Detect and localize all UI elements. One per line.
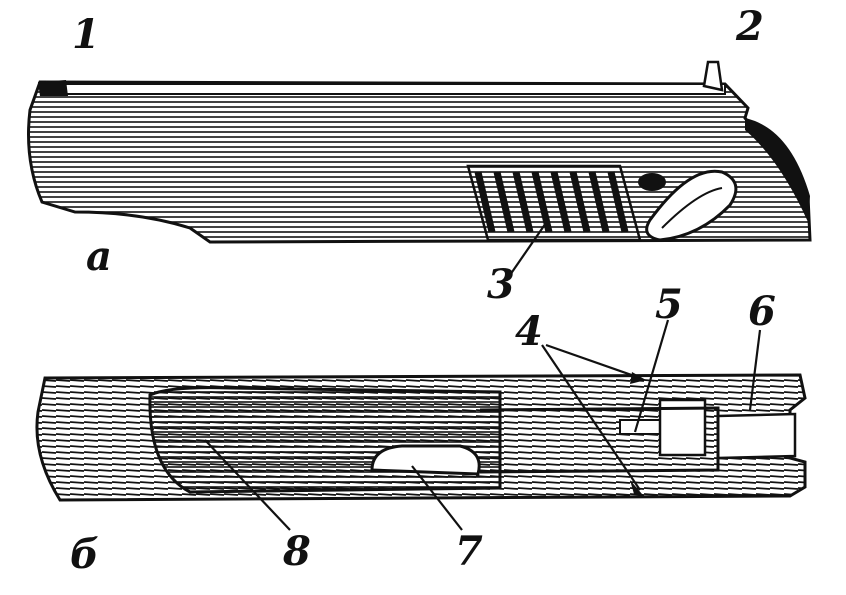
slide-exterior-view — [27, 60, 812, 244]
slide-rear-cut — [745, 118, 810, 222]
serrations — [474, 171, 629, 233]
safety-pivot — [638, 173, 666, 191]
view-label-b: б — [70, 531, 99, 578]
cutout — [370, 444, 481, 476]
leader-4-b — [541, 344, 641, 491]
callout-2: 2 — [735, 3, 764, 50]
callout-6: 6 — [748, 288, 776, 335]
callout-3: 3 — [487, 261, 515, 308]
callout-1: 1 — [72, 11, 100, 58]
callout-4: 4 — [515, 308, 543, 355]
extractor-slot — [619, 419, 661, 435]
callout-7: 7 — [455, 528, 483, 575]
leader-8 — [204, 439, 291, 531]
arrow-4-b — [630, 480, 642, 494]
serration-panel-edge — [466, 164, 642, 242]
slide-rail — [479, 406, 720, 474]
front-sight — [38, 80, 68, 96]
safety-lever-shading — [661, 187, 723, 229]
leader-lines — [204, 219, 762, 531]
inner-channel — [148, 386, 502, 494]
leader-7 — [411, 465, 463, 531]
leader-4-a — [545, 343, 641, 380]
slide-interior-view — [35, 373, 807, 502]
safety-lever — [645, 169, 738, 242]
leader-5 — [633, 319, 670, 433]
breech-face-opening — [716, 412, 797, 460]
arrow-4-a — [630, 372, 646, 384]
leader-3 — [509, 219, 549, 276]
slide-top-rib — [41, 83, 726, 95]
callout-8: 8 — [282, 528, 311, 575]
view-label-a: а — [86, 233, 112, 280]
callout-5: 5 — [655, 281, 683, 328]
labels: а б 1 2 3 4 5 6 7 8 — [70, 3, 776, 578]
leader-6 — [748, 329, 762, 411]
rear-sight — [702, 60, 724, 92]
